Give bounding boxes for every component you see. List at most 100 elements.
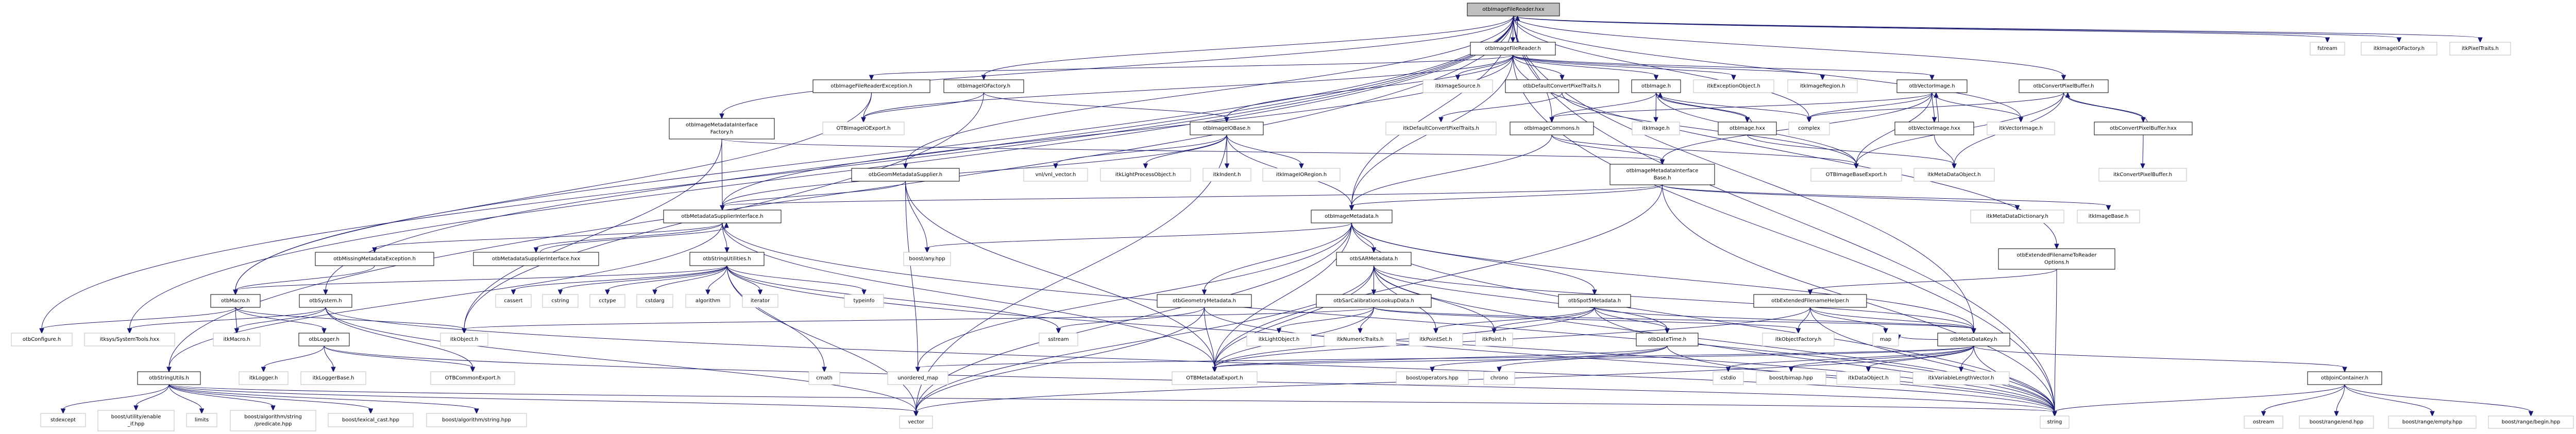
node-otbstringutils-h[interactable]: otbStringUtils.h: [137, 371, 201, 385]
node-otbjoincontainer-h[interactable]: otbJoinContainer.h: [2307, 371, 2382, 385]
node-otbdatetime-h[interactable]: otbDateTime.h: [1636, 333, 1699, 346]
node-otbspot5metadata-h[interactable]: otbSpot5Metadata.h: [1558, 294, 1631, 308]
node-otbgeometrymetadata-h[interactable]: otbGeometryMetadata.h: [1157, 294, 1252, 308]
node-otbimagefilereader-hxx[interactable]: otbImageFileReader.hxx: [1467, 3, 1560, 16]
node-itkimagesource-h: itkImageSource.h: [1422, 79, 1493, 93]
node-label: itkImageIORegion.h: [1276, 172, 1327, 178]
node-box[interactable]: [1316, 294, 1432, 308]
node-otbmacro-h[interactable]: otbMacro.h: [210, 294, 261, 308]
node-box[interactable]: [1998, 248, 2115, 270]
node-otbimage-hxx[interactable]: otbImage.hxx: [1718, 121, 1777, 135]
node-label: itkNumericTraits.h: [1337, 337, 1384, 342]
edge-otbstringutils-h-to-limits: [168, 384, 202, 410]
arrowhead-icon: [1497, 367, 1502, 373]
node-box[interactable]: [1753, 294, 1867, 308]
node-otblogger-h[interactable]: otbLogger.h: [298, 333, 350, 346]
edge-otbimagemetadata-h-to-otbsarmetadata-h: [1351, 222, 1374, 249]
node-label: boost/lexical_cast.hpp: [342, 418, 399, 423]
node-otbextendedfilenamehelper-h[interactable]: otbExtendedFilenameHelper.h: [1753, 294, 1867, 308]
edge-otbsarmetadata-h-to-otbdatetime-h: [1374, 265, 1668, 329]
node-otbmetadatakey-h[interactable]: otbMetaDataKey.h: [1937, 333, 2010, 346]
node-box[interactable]: [689, 252, 765, 266]
node-label: otbLogger.h: [309, 337, 339, 342]
node-box[interactable]: [1894, 121, 1974, 135]
node-otbconvertpixelbuffer-h[interactable]: otbConvertPixelBuffer.h: [2019, 79, 2109, 93]
node-box: [685, 294, 731, 308]
edge-otbimageiobase-h-to-vector: [916, 134, 1227, 412]
node-box[interactable]: [1636, 333, 1699, 346]
arrowhead-icon: [1224, 163, 1230, 169]
node-label: otbConfigure.h: [23, 337, 61, 342]
node-otbimageiofactory-h[interactable]: otbImageIOFactory.h: [943, 79, 1024, 93]
node-box[interactable]: [1336, 252, 1412, 266]
node-otbimageioexport-h: OTBImageIOExport.h: [822, 121, 905, 135]
node-otbmetadatasupplierinterface-h[interactable]: otbMetadataSupplierInterface.h: [663, 210, 782, 223]
node-box[interactable]: [1190, 121, 1264, 135]
node-box[interactable]: [2094, 121, 2193, 135]
node-box[interactable]: [210, 294, 261, 308]
node-box[interactable]: [851, 168, 960, 182]
node-box[interactable]: [137, 371, 201, 385]
node-itkvariablelengthvector-h: itkVariableLengthVector.h: [1912, 371, 2010, 385]
node-box[interactable]: [812, 79, 930, 93]
node-otbimagemetadata-h[interactable]: otbImageMetadata.h: [1311, 210, 1393, 223]
node-otbimagecommons-h[interactable]: otbImageCommons.h: [1510, 121, 1594, 135]
node-box[interactable]: [663, 210, 782, 223]
edge-otbjoincontainer-h-to-string: [2054, 384, 2345, 412]
node-otbmetadatasupplierinterface-hxx[interactable]: otbMetadataSupplierInterface.hxx: [473, 252, 599, 266]
node-otbsystem-h[interactable]: otbSystem.h: [299, 294, 352, 308]
node-box[interactable]: [1609, 164, 1715, 185]
node-otbdefaultconvertpixeltraits-h[interactable]: otbDefaultConvertPixelTraits.h: [1505, 79, 1619, 93]
node-otbimage-h[interactable]: otbImage.h: [1631, 79, 1681, 93]
node-box[interactable]: [669, 118, 775, 140]
node-box[interactable]: [473, 252, 599, 266]
edge-otbstringutilities-h-to-sstream: [726, 265, 1059, 329]
node-otbimagefilereaderexception-h[interactable]: otbImageFileReaderException.h: [812, 79, 930, 93]
node-otbsarmetadata-h[interactable]: otbSARMetadata.h: [1336, 252, 1412, 266]
node-otbvectorimage-h[interactable]: otbVectorImage.h: [1896, 79, 1968, 93]
node-otbgeommetadatasupplier-h[interactable]: otbGeomMetadataSupplier.h: [851, 168, 960, 182]
node-box[interactable]: [1510, 121, 1594, 135]
node-otbimagefilereader-h[interactable]: otbImageFileReader.h: [1470, 42, 1556, 56]
node-box[interactable]: [315, 252, 434, 266]
node-otbmissingmetadataexception-h[interactable]: otbMissingMetadataException.h: [315, 252, 434, 266]
node-box[interactable]: [1467, 3, 1560, 16]
node-box[interactable]: [1937, 333, 2010, 346]
node-itkobjectfactory-h: itkObjectFactory.h: [1762, 333, 1835, 346]
node-box: [1836, 371, 1901, 385]
edge-otbimagemetadata-h-to-unordered-map: [918, 222, 1352, 368]
edge-otbimagefilereader-hxx-to-itkvectorimage-h: [1513, 15, 2021, 118]
node-otbsarcalibrationlookupdata-h[interactable]: otbSarCalibrationLookupData.h: [1316, 294, 1432, 308]
node-box[interactable]: [943, 79, 1024, 93]
node-otbvectorimage-hxx[interactable]: otbVectorImage.hxx: [1894, 121, 1974, 135]
node-label: cstdarg: [645, 298, 664, 304]
node-box[interactable]: [1631, 79, 1681, 93]
node-box[interactable]: [2019, 79, 2109, 93]
node-otbimageiobase-h[interactable]: otbImageIOBase.h: [1190, 121, 1264, 135]
node-box[interactable]: [2307, 371, 2382, 385]
node-label: itkVectorImage.h: [1999, 126, 2043, 131]
edge-otbimagefilereader-hxx-to-otbmetadatakey-h: [1513, 15, 1974, 329]
edge-otbvectorimage-hxx-to-itkmetadataobject-h: [1934, 134, 1955, 165]
node-otbstringutilities-h[interactable]: otbStringUtilities.h: [689, 252, 765, 266]
node-box[interactable]: [1505, 79, 1619, 93]
node-boost-algorithm-string-hpp: boost/algorithm/string.hpp: [426, 413, 527, 427]
node-box[interactable]: [1311, 210, 1393, 223]
node-box[interactable]: [1157, 294, 1252, 308]
arrowhead-icon: [199, 408, 205, 414]
node-box[interactable]: [299, 294, 352, 308]
node-box[interactable]: [1470, 42, 1556, 56]
node-otbconvertpixelbuffer-hxx[interactable]: otbConvertPixelBuffer.hxx: [2094, 121, 2193, 135]
edge-otbmacro-h-to-itkobject-h: [235, 307, 465, 329]
node-label: cstdio: [1721, 375, 1736, 381]
node-box[interactable]: [298, 333, 350, 346]
node-box[interactable]: [1896, 79, 1968, 93]
node-fstream: fstream: [2310, 42, 2345, 56]
node-boost-any-hpp: boost/any.hpp: [903, 252, 951, 266]
node-box[interactable]: [1718, 121, 1777, 135]
node-box[interactable]: [1558, 294, 1631, 308]
arrowhead-icon: [2061, 75, 2066, 81]
